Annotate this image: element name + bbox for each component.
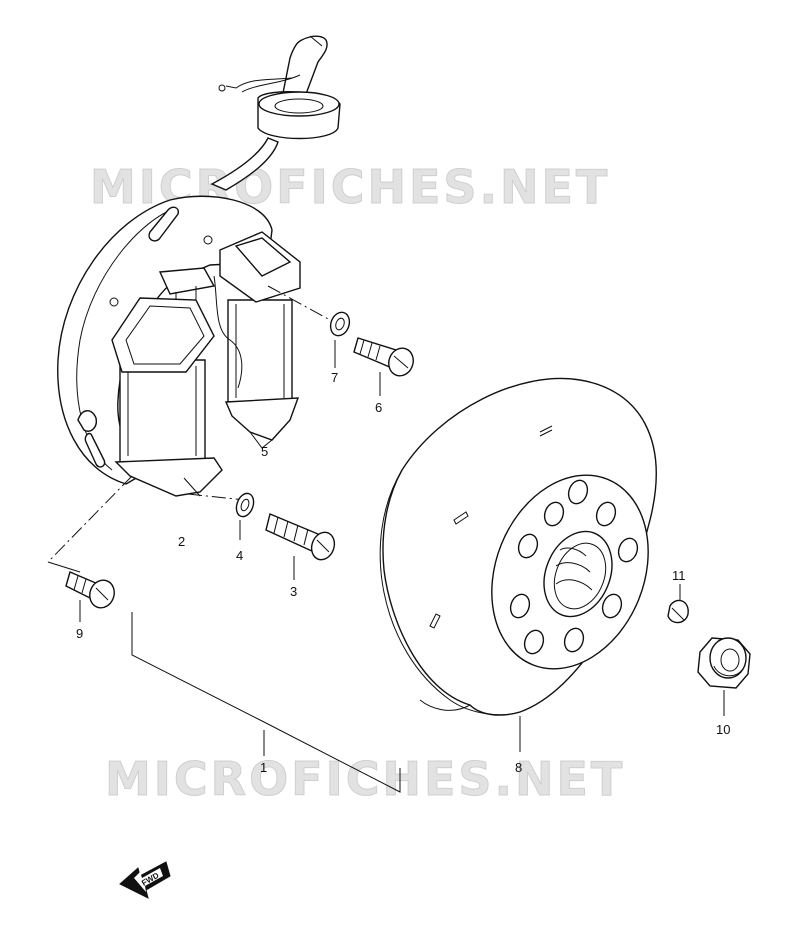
callout-2: 2	[178, 534, 185, 549]
screw-part-6	[353, 337, 414, 377]
washer-part-4	[235, 492, 255, 518]
leader-line-2	[187, 493, 246, 501]
callout-4: 4	[236, 548, 243, 563]
flywheel-rotor-part-8	[379, 377, 657, 716]
charging-coil	[213, 231, 301, 449]
wire-harness	[210, 35, 341, 191]
stator-plate-assembly	[57, 35, 341, 497]
leader-line-5	[267, 285, 331, 321]
forward-direction-arrow: FWD	[119, 861, 171, 899]
callout-6: 6	[375, 400, 382, 415]
leader-line-9	[47, 475, 133, 563]
callout-11: 11	[672, 568, 686, 583]
key-part-11	[667, 599, 689, 624]
source-coil	[111, 267, 223, 497]
callout-10: 10	[716, 722, 730, 737]
callout-1: 1	[260, 760, 267, 775]
callout-9: 9	[76, 626, 83, 641]
nut-part-10	[697, 637, 751, 689]
callout-5: 5	[261, 444, 268, 459]
callout-7: 7	[331, 370, 338, 385]
bracket-part-1	[131, 612, 401, 793]
callout-8: 8	[515, 760, 522, 775]
washer-part-7	[329, 311, 351, 337]
callout-3: 3	[290, 584, 297, 599]
bolt-part-9	[65, 571, 115, 609]
watermark-bottom: MICROFICHES.NET	[105, 752, 625, 806]
screw-part-3	[265, 513, 336, 561]
